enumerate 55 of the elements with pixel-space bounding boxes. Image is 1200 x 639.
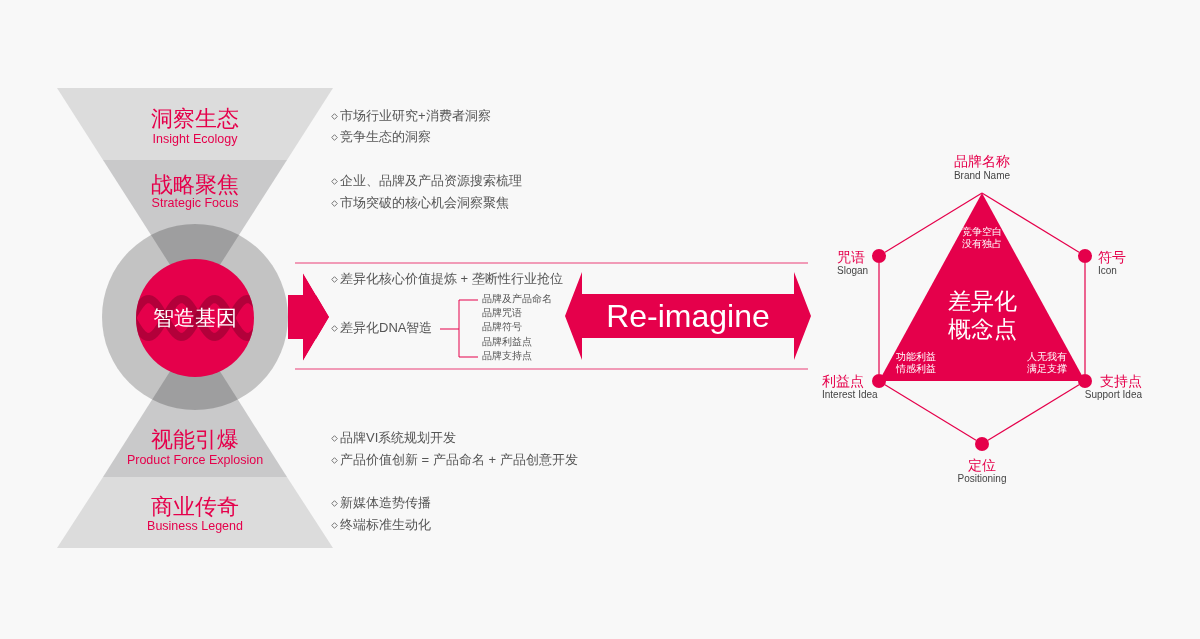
vertex-title: 利益点: [822, 373, 864, 390]
arrow-label: Re-imagine: [606, 297, 770, 335]
connector-line: [884, 384, 977, 441]
double-arrow: [565, 272, 811, 360]
triangle-note: 竞争空白没有独占: [961, 226, 1003, 251]
stage-title: 视能引爆: [151, 427, 239, 453]
vertex-dot: [975, 437, 989, 451]
sub-item-text: 品牌利益点: [482, 336, 532, 348]
block-arrow: [288, 273, 329, 361]
sub-item-text: 品牌咒语: [482, 307, 522, 319]
vertex-dot: [1078, 249, 1092, 263]
vertex-title: 符号: [1098, 249, 1126, 266]
funnel-band: [57, 477, 333, 548]
connector-line: [884, 192, 983, 253]
stage-title: 战略聚焦: [151, 172, 239, 198]
bullet-text: 市场突破的核心机会洞察聚焦: [340, 195, 509, 211]
bullet-text: 品牌VI系统规划开发: [340, 430, 457, 446]
bullet-text: 企业、品牌及产品资源搜索梳理: [340, 173, 522, 189]
stage-title: 洞察生态: [151, 106, 239, 132]
bullet-text: 终端标准生动化: [340, 517, 431, 533]
connector-line: [987, 384, 1080, 441]
vertex-title: 定位: [968, 457, 996, 474]
connector-line: [878, 262, 880, 375]
connector-line: [981, 192, 1080, 253]
vertex-subtitle: Icon: [1098, 265, 1117, 277]
funnel-band: [57, 88, 333, 160]
bullet-text: 新媒体造势传播: [340, 495, 431, 511]
vertex-subtitle: Support Idea: [1084, 389, 1142, 401]
sub-item-text: 品牌符号: [482, 321, 522, 333]
triangle-note: 功能利益情感利益: [895, 351, 937, 376]
bullet-text: 市场行业研究+消费者洞察: [340, 108, 491, 124]
vertex-title: 支持点: [1100, 373, 1142, 390]
stage-subtitle: Strategic Focus: [151, 196, 239, 211]
vertex-title: 咒语: [837, 249, 865, 266]
vertex-title: 品牌名称: [954, 153, 1010, 170]
bullet-text: 竞争生态的洞察: [340, 129, 431, 145]
triangle-title: 差异化概念点: [946, 287, 1018, 344]
connector-line: [1084, 262, 1086, 375]
circle-label: 智造基因: [153, 305, 237, 331]
bullet-text: 产品价值创新 = 产品命名 + 产品创意开发: [340, 452, 578, 468]
vertex-dot: [872, 374, 886, 388]
vertex-subtitle: Positioning: [957, 473, 1007, 485]
vertex-subtitle: Interest Idea: [822, 389, 878, 401]
vertex-dot: [872, 249, 886, 263]
stage-subtitle: Business Legend: [147, 519, 243, 534]
sub-item-text: 品牌及产品命名: [482, 293, 552, 305]
sub-item-text: 品牌支持点: [482, 350, 532, 362]
triangle-note: 人无我有满足支撑: [1026, 351, 1068, 376]
vertex-subtitle: Brand Name: [953, 170, 1011, 182]
stage-title: 商业传奇: [151, 494, 239, 520]
bullet-text: 差异化DNA智造: [340, 320, 433, 336]
vertex-dot: [1078, 374, 1092, 388]
stage-subtitle: Insight Ecology: [152, 132, 238, 147]
stage-subtitle: Product Force Explosion: [126, 453, 264, 468]
vertex-subtitle: Slogan: [837, 265, 869, 277]
